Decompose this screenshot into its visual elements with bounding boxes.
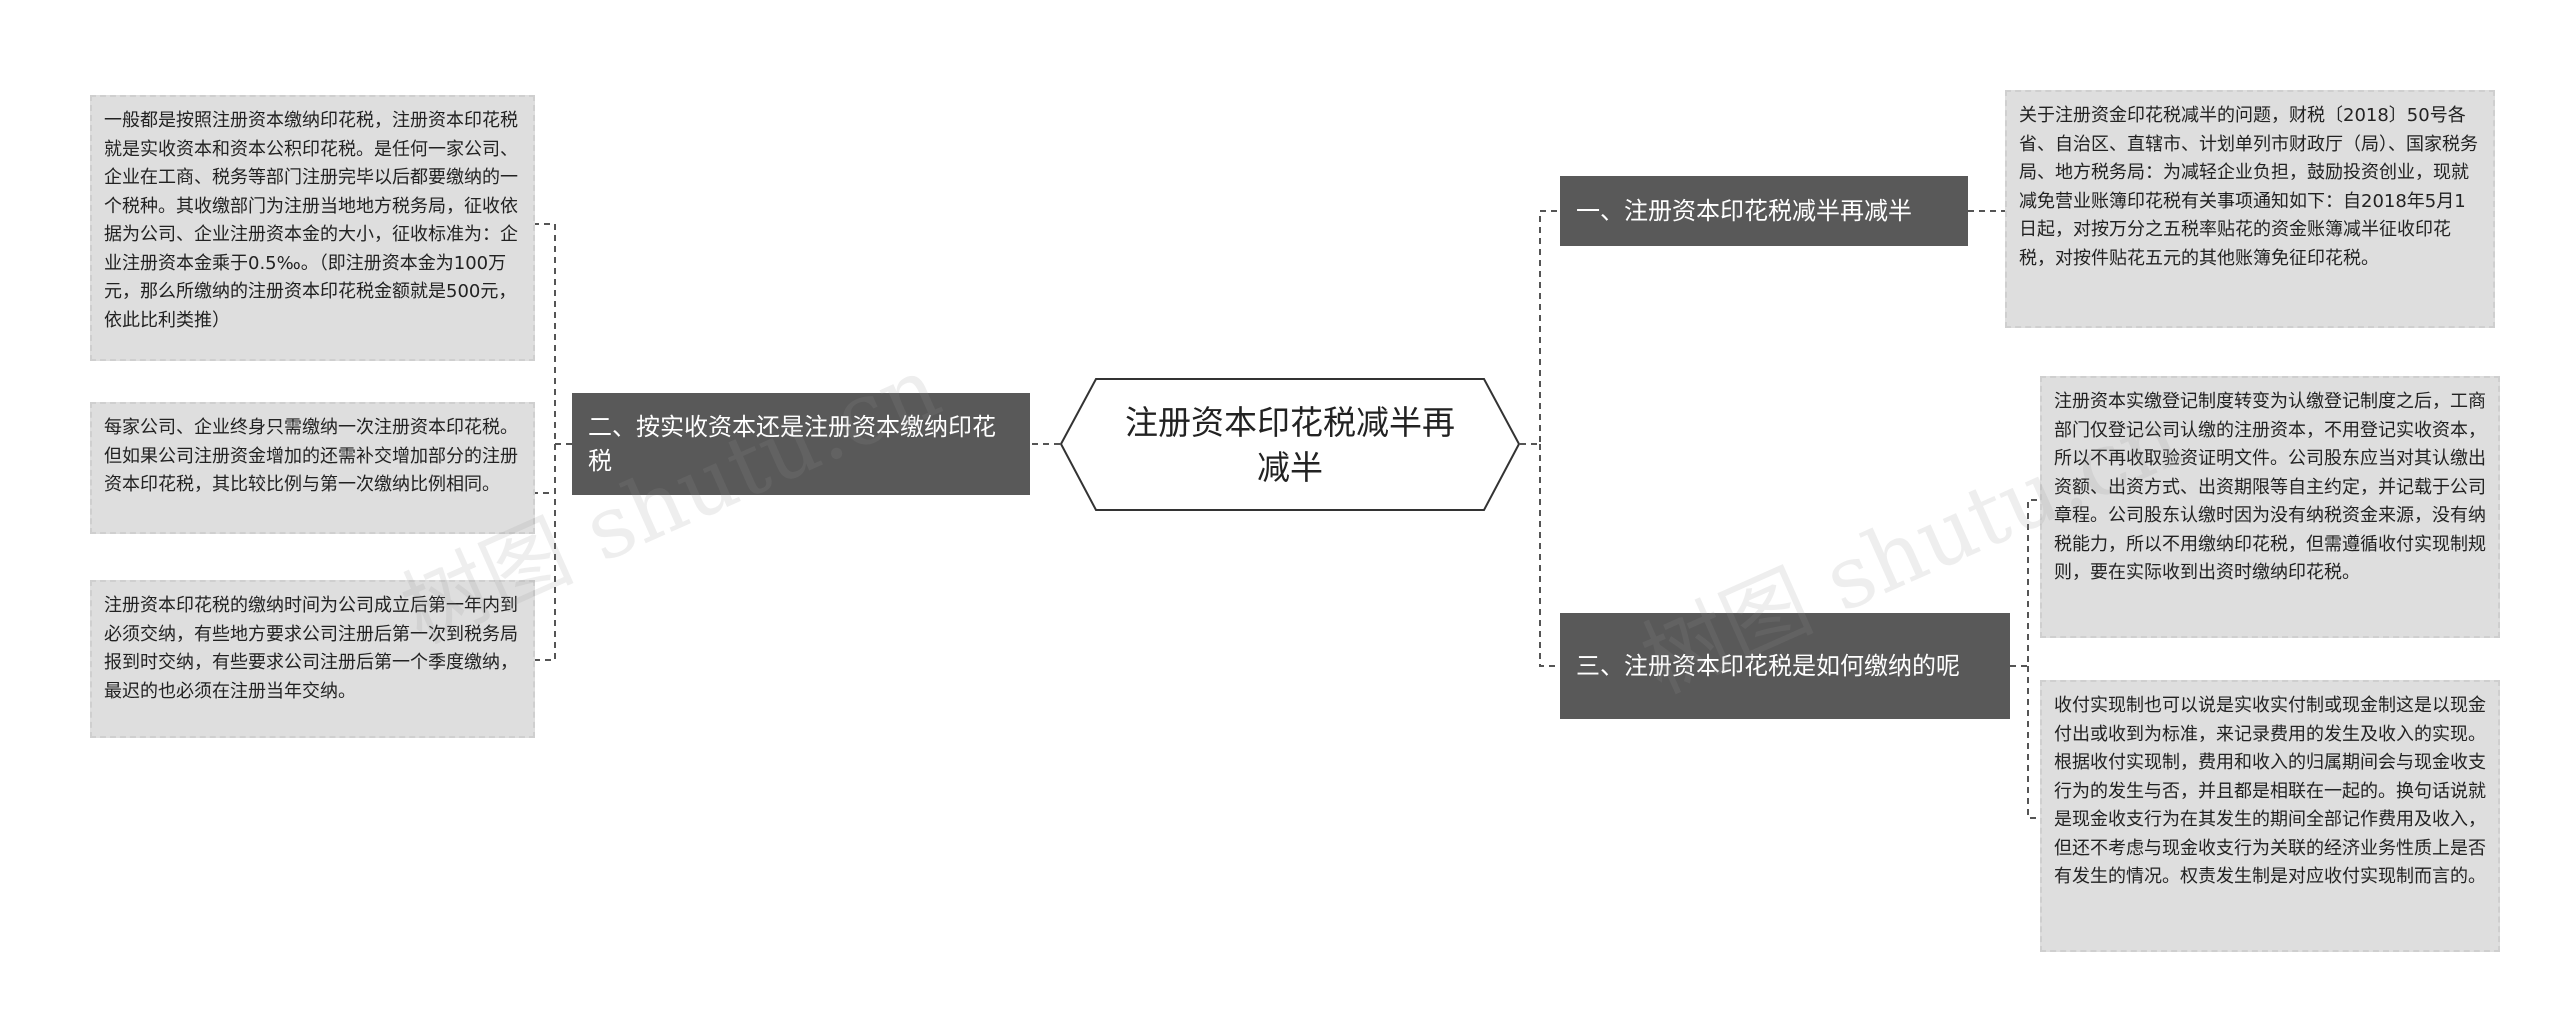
- connector-central-b1: [1520, 210, 1560, 445]
- leaf-b2-3-text: 注册资本印花税的缴纳时间为公司成立后第一年内到必须交纳，有些地方要求公司注册后第…: [104, 595, 518, 702]
- leaf-b2-3: 注册资本印花税的缴纳时间为公司成立后第一年内到必须交纳，有些地方要求公司注册后第…: [90, 580, 535, 738]
- leaf-b3-2-text: 收付实现制也可以说是实收实付制或现金制这是以现金付出或收到为标准，来记录费用的发…: [2054, 695, 2486, 887]
- central-node-shape: [1060, 378, 1520, 511]
- branch-1[interactable]: 一、注册资本印花税减半再减半: [1560, 176, 1968, 246]
- leaf-b2-1: 一般都是按照注册资本缴纳印花税，注册资本印花税就是实收资本和资本公积印花税。是任…: [90, 95, 535, 361]
- leaf-b3-1: 注册资本实缴登记制度转变为认缴登记制度之后，工商部门仅登记公司认缴的注册资本，不…: [2040, 376, 2500, 638]
- leaf-b3-1-text: 注册资本实缴登记制度转变为认缴登记制度之后，工商部门仅登记公司认缴的注册资本，不…: [2054, 391, 2486, 583]
- leaf-b1-1: 关于注册资金印花税减半的问题，财税〔2018〕50号各省、自治区、直辖市、计划单…: [2005, 90, 2495, 328]
- leaf-b3-2: 收付实现制也可以说是实收实付制或现金制这是以现金付出或收到为标准，来记录费用的发…: [2040, 680, 2500, 952]
- connector-central-b3: [1539, 444, 1560, 667]
- connector-b3-leaf2: [2027, 666, 2040, 819]
- branch-2-label: 二、按实收资本还是注册资本缴纳印花税: [588, 413, 996, 475]
- branch-3-label: 三、注册资本印花税是如何缴纳的呢: [1576, 652, 1960, 680]
- branch-3[interactable]: 三、注册资本印花税是如何缴纳的呢: [1560, 613, 2010, 719]
- central-topic-label: 注册资本印花税减半再减半: [1125, 402, 1455, 487]
- leaf-b2-2-text: 每家公司、企业终身只需缴纳一次注册资本印花税。但如果公司注册资金增加的还需补交增…: [104, 417, 518, 495]
- central-topic[interactable]: 注册资本印花税减半再减半: [1060, 378, 1520, 511]
- branch-1-label: 一、注册资本印花税减半再减半: [1576, 197, 1912, 225]
- branch-2[interactable]: 二、按实收资本还是注册资本缴纳印花税: [572, 393, 1030, 495]
- leaf-b1-1-text: 关于注册资金印花税减半的问题，财税〔2018〕50号各省、自治区、直辖市、计划单…: [2019, 105, 2478, 269]
- connector-b2-leaf3: [535, 444, 556, 661]
- connector-b3-leaf1: [2010, 499, 2040, 667]
- connector-b2-leaf1: [535, 223, 572, 445]
- leaf-b2-2: 每家公司、企业终身只需缴纳一次注册资本印花税。但如果公司注册资金增加的还需补交增…: [90, 402, 535, 534]
- leaf-b2-1-text: 一般都是按照注册资本缴纳印花税，注册资本印花税就是实收资本和资本公积印花税。是任…: [104, 110, 518, 331]
- connector-b2-leaf2: [535, 444, 556, 494]
